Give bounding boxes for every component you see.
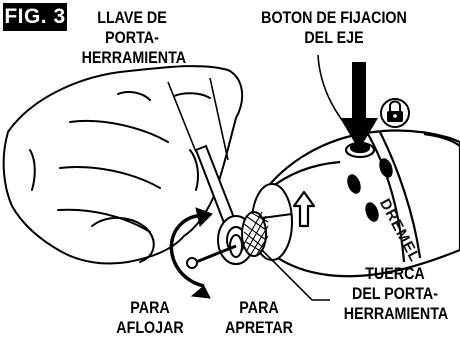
padlock-icon xyxy=(380,98,410,128)
figure-label: FIG. 3 xyxy=(3,3,67,31)
leader-lines xyxy=(167,54,361,301)
label-tuerca-del-porta-herramienta: TUERCA DEL PORTA- HERRAMIENTA xyxy=(343,264,449,323)
rotary-tool-body xyxy=(256,129,460,278)
label-para-apretar: PARA APRETAR xyxy=(225,298,293,337)
hand-illustration xyxy=(2,65,244,265)
rotation-arrows xyxy=(169,207,213,299)
label-llave-de-porta-herramienta: LLAVE DE PORTA- HERRAMIENTA xyxy=(81,8,187,67)
down-arrow xyxy=(340,62,378,150)
label-para-aflojar: PARA AFLOJAR xyxy=(116,298,184,337)
label-boton-de-fijacion: BOTON DE FIJACION DEL EJE xyxy=(261,8,407,47)
